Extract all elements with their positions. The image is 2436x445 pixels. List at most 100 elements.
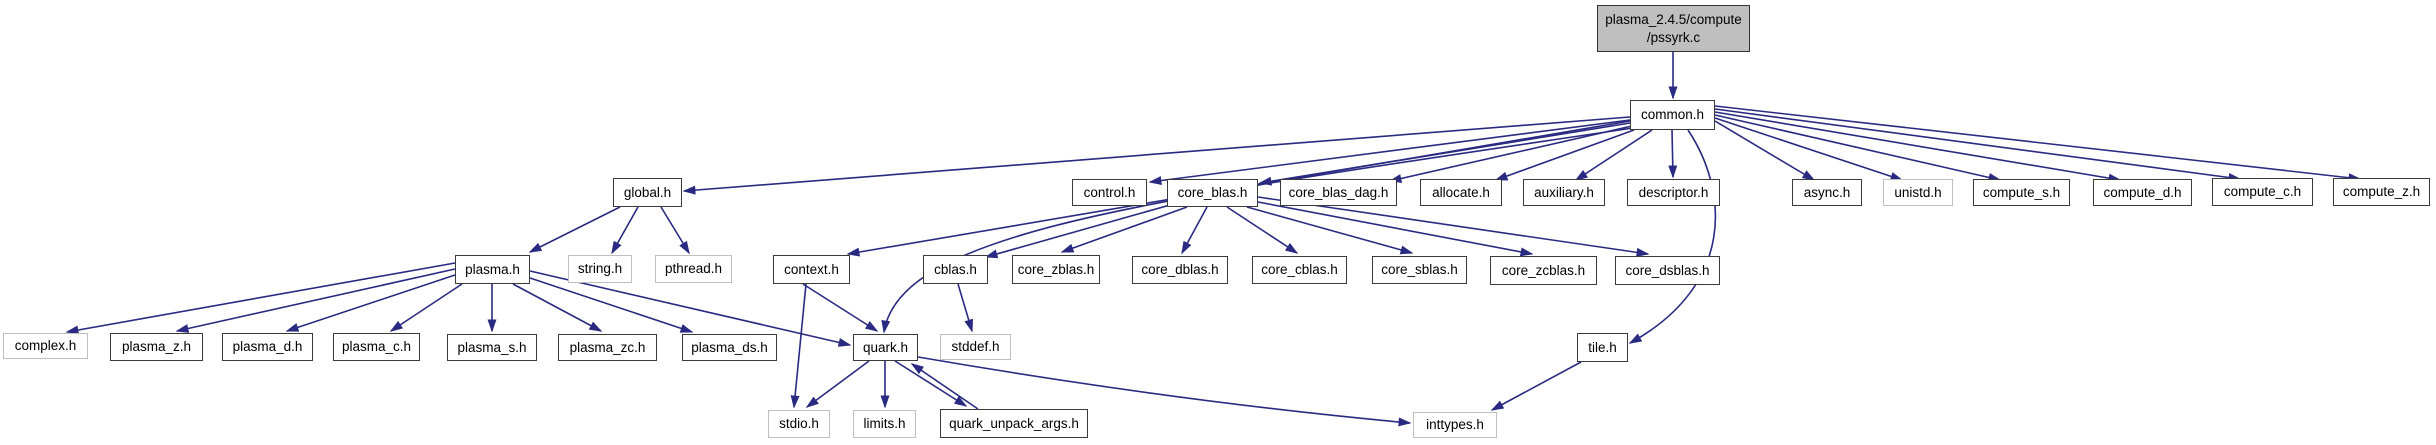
node-label-plasma_d: plasma_d.h: [232, 339, 303, 355]
node-label-unistd: unistd.h: [1894, 184, 1942, 200]
node-stddef: stddef.h: [940, 334, 1011, 360]
edge-common-to-async: [1714, 120, 1816, 181]
node-label-string: string.h: [577, 261, 623, 277]
node-async[interactable]: async.h: [1792, 179, 1862, 206]
edge-core_blas-to-core_cblas: [1226, 206, 1299, 254]
node-descriptor[interactable]: descriptor.h: [1627, 179, 1720, 206]
node-label-pthread: pthread.h: [664, 261, 723, 277]
edge-quark-to-inttypes: [917, 356, 1412, 427]
edge-cblas-to-stddef: [957, 283, 974, 333]
node-label-cblas: cblas.h: [934, 261, 977, 277]
node-label-plasma_s: plasma_s.h: [457, 339, 527, 355]
node-plasma[interactable]: plasma.h: [455, 255, 530, 284]
edge-common-to-quark: [881, 127, 1634, 334]
node-label-control: control.h: [1083, 184, 1136, 200]
edge-plasma-to-plasma_d: [285, 274, 456, 332]
node-label-core_blas_dag: core_blas_dag.h: [1288, 184, 1389, 200]
node-unistd: unistd.h: [1883, 179, 1953, 206]
node-core_zcblas[interactable]: core_zcblas.h: [1490, 256, 1597, 285]
node-plasma_z[interactable]: plasma_z.h: [110, 333, 203, 361]
edge-quark-to-quark_unpack_args: [894, 360, 968, 407]
node-label-plasma_zc: plasma_zc.h: [569, 339, 646, 355]
node-core_blas_dag[interactable]: core_blas_dag.h: [1280, 179, 1397, 206]
node-label-async: async.h: [1803, 184, 1851, 200]
node-label-core_blas: core_blas.h: [1177, 185, 1248, 201]
node-label-stddef: stddef.h: [951, 339, 1000, 355]
node-common[interactable]: common.h: [1630, 100, 1715, 130]
node-compute_z[interactable]: compute_z.h: [2333, 178, 2430, 206]
node-global[interactable]: global.h: [613, 178, 682, 207]
node-tile[interactable]: tile.h: [1577, 333, 1628, 362]
node-label-complex: complex.h: [14, 338, 77, 354]
node-label-descriptor: descriptor.h: [1638, 184, 1709, 200]
node-allocate[interactable]: allocate.h: [1420, 179, 1502, 206]
edge-quark_unpack_args-to-quark: [910, 363, 979, 410]
edge-quark-to-stdio: [805, 360, 870, 408]
edge-global-to-plasma: [528, 206, 621, 253]
edge-common-to-unistd: [1714, 117, 1904, 181]
node-string: string.h: [568, 255, 632, 283]
node-context[interactable]: context.h: [773, 255, 850, 284]
node-auxiliary[interactable]: auxiliary.h: [1523, 179, 1605, 206]
node-quark[interactable]: quark.h: [853, 334, 918, 361]
node-label-core_zcblas: core_zcblas.h: [1501, 262, 1586, 278]
node-pssyrk: plasma_2.4.5/compute /pssyrk.c: [1597, 5, 1750, 52]
edge-plasma-to-plasma_zc: [512, 283, 603, 332]
node-label-context: context.h: [784, 261, 839, 277]
edge-plasma-to-plasma_c: [389, 283, 463, 332]
edge-common-to-compute_c: [1714, 108, 2242, 182]
node-label-global: global.h: [623, 184, 672, 200]
edge-common-to-compute_s: [1714, 114, 2002, 182]
node-label-core_sblas: core_sblas.h: [1381, 262, 1458, 278]
node-core_sblas[interactable]: core_sblas.h: [1372, 256, 1467, 284]
edge-common-to-global: [682, 116, 1631, 195]
edge-plasma-to-complex: [65, 262, 456, 335]
node-core_zblas[interactable]: core_zblas.h: [1012, 255, 1100, 284]
edge-core_blas-to-core_zblas: [1060, 206, 1188, 253]
edge-common-to-control: [1148, 119, 1631, 185]
edge-context-to-stdio: [790, 283, 807, 409]
edge-core_blas-to-core_zcblas: [1257, 201, 1534, 257]
node-label-stdio: stdio.h: [779, 416, 819, 432]
edge-global-to-pthread: [660, 206, 690, 255]
node-label-inttypes: inttypes.h: [1426, 417, 1484, 433]
edge-context-to-quark: [802, 283, 879, 332]
node-label-core_cblas: core_cblas.h: [1261, 262, 1338, 278]
node-label-quark_unpack_args: quark_unpack_args.h: [949, 415, 1079, 431]
edge-plasma-to-plasma_ds: [529, 277, 694, 333]
node-compute_c[interactable]: compute_c.h: [2212, 178, 2313, 206]
node-cblas[interactable]: cblas.h: [923, 255, 988, 284]
node-label-allocate: allocate.h: [1432, 184, 1490, 200]
node-label-core_zblas: core_zblas.h: [1017, 261, 1095, 277]
edge-common-to-core_blas: [1258, 122, 1631, 186]
node-label-core_dblas: core_dblas.h: [1141, 262, 1219, 278]
node-plasma_ds[interactable]: plasma_ds.h: [682, 334, 777, 361]
node-core_cblas[interactable]: core_cblas.h: [1252, 256, 1347, 284]
node-inttypes: inttypes.h: [1413, 412, 1497, 438]
node-core_dblas[interactable]: core_dblas.h: [1132, 256, 1228, 284]
edge-global-to-string: [611, 206, 639, 255]
node-core_blas[interactable]: core_blas.h: [1167, 179, 1258, 207]
node-label-plasma_z: plasma_z.h: [121, 339, 192, 355]
node-quark_unpack_args[interactable]: quark_unpack_args.h: [940, 409, 1088, 438]
node-label-tile: tile.h: [1588, 339, 1617, 355]
node-compute_s[interactable]: compute_s.h: [1973, 179, 2070, 206]
node-label-compute_d: compute_d.h: [2103, 184, 2182, 200]
node-label-limits: limits.h: [863, 416, 906, 432]
node-control[interactable]: control.h: [1072, 179, 1147, 206]
node-pthread: pthread.h: [655, 255, 732, 283]
node-plasma_c[interactable]: plasma_c.h: [333, 333, 420, 361]
node-label-pssyrk: plasma_2.4.5/compute /pssyrk.c: [1605, 11, 1742, 45]
node-plasma_d[interactable]: plasma_d.h: [222, 333, 313, 361]
node-plasma_s[interactable]: plasma_s.h: [447, 334, 537, 361]
edge-common-to-core_blas_dag: [1388, 125, 1633, 183]
node-core_dsblas[interactable]: core_dsblas.h: [1615, 256, 1720, 285]
node-label-compute_z: compute_z.h: [2342, 184, 2421, 200]
edge-common-to-auxiliary: [1574, 129, 1653, 181]
node-plasma_zc[interactable]: plasma_zc.h: [558, 334, 657, 361]
node-label-plasma: plasma.h: [465, 261, 520, 277]
edge-plasma-to-quark: [529, 270, 852, 347]
edge-core_blas-to-core_dblas: [1181, 206, 1208, 255]
node-compute_d[interactable]: compute_d.h: [2093, 179, 2192, 206]
